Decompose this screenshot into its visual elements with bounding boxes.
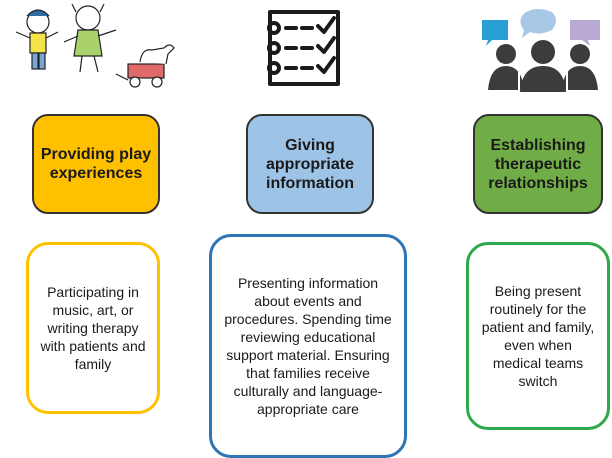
description-providing-play: Participating in music, art, or writing … <box>26 242 160 414</box>
description-giving-information-text: Presenting information about events and … <box>224 275 392 417</box>
description-therapeutic-relationships-text: Being present routinely for the patient … <box>481 283 595 389</box>
description-providing-play-text: Participating in music, art, or writing … <box>40 284 146 372</box>
description-therapeutic-relationships: Being present routinely for the patient … <box>466 242 610 430</box>
heading-giving-information: Giving appropriate information <box>246 114 374 214</box>
heading-providing-play-label: Providing play experiences <box>40 146 152 182</box>
description-giving-information: Presenting information about events and … <box>209 234 407 458</box>
heading-providing-play: Providing play experiences <box>32 114 160 214</box>
children-with-wagon-icon <box>8 2 188 90</box>
group-conversation-icon <box>478 8 608 92</box>
heading-therapeutic-relationships-label: Establishing therapeutic relationships <box>488 136 588 192</box>
checklist-icon <box>262 6 352 90</box>
heading-therapeutic-relationships: Establishing therapeutic relationships <box>473 114 603 214</box>
heading-giving-information-label: Giving appropriate information <box>265 136 354 192</box>
